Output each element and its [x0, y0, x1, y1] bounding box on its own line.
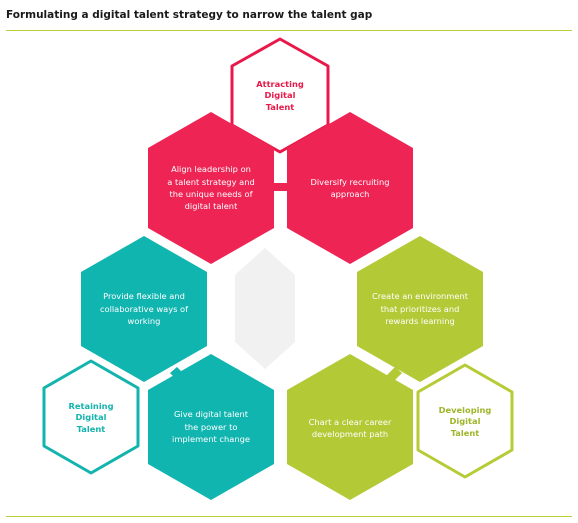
align-leadership-hexagon: [148, 112, 274, 264]
center-hexagon: [235, 248, 295, 369]
developing-digital-talent-label: Developing Digital Talent: [438, 405, 492, 438]
bottom-divider: [6, 516, 572, 517]
connector-red: [268, 183, 294, 191]
provide-flexible-hexagon: [81, 236, 207, 382]
give-power-label: Give digital talent the power to impleme…: [172, 409, 250, 445]
diversify-recruiting-label: Diversify recruiting approach: [310, 176, 390, 199]
retaining-hexagon: [42, 359, 140, 475]
diversify-hexagon: [287, 112, 413, 264]
chart-career-label: Chart a clear career development path: [308, 416, 392, 439]
chart-career-hexagon: [287, 354, 413, 500]
create-environment-hexagon: [357, 236, 483, 382]
developing-hexagon: [416, 363, 514, 479]
create-environment-label: Create an environment that prioritizes a…: [371, 291, 469, 327]
top-divider: [6, 30, 572, 31]
align-leadership-label: Align leadership on a talent strategy an…: [167, 164, 255, 212]
attracting-digital-talent-label: Attracting Digital Talent: [256, 79, 304, 112]
give-power-hexagon: [148, 354, 274, 500]
page-title: Formulating a digital talent strategy to…: [6, 9, 373, 21]
retaining-digital-talent-label: Retaining Digital Talent: [68, 401, 114, 434]
provide-flexible-label: Provide flexible and collaborative ways …: [99, 291, 189, 327]
